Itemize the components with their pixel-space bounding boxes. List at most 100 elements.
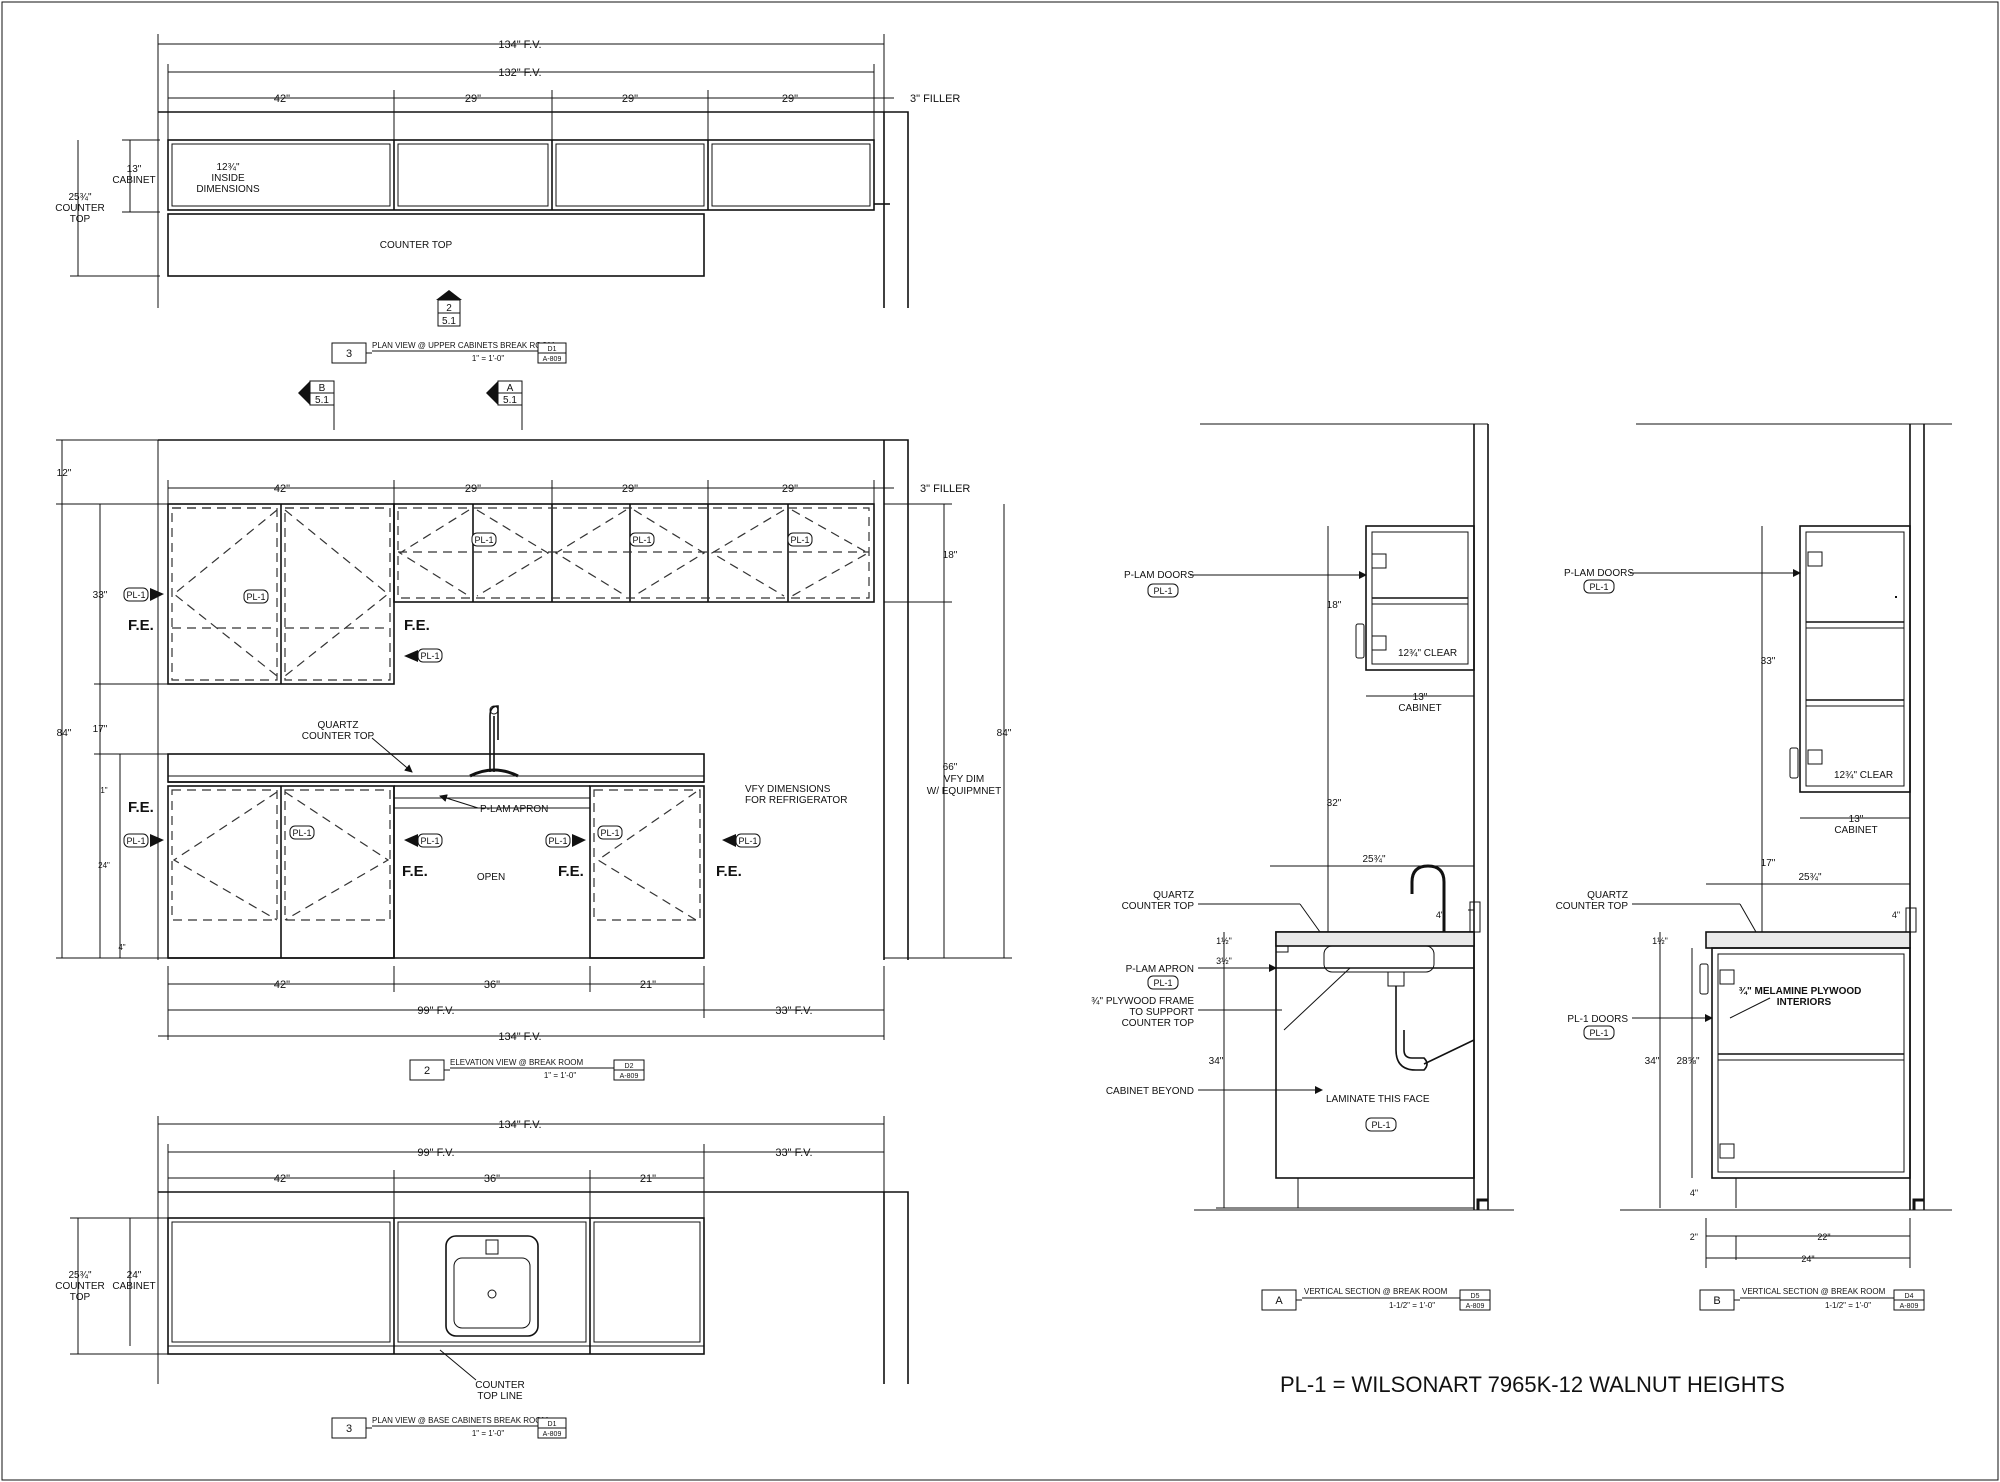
pl1-tag-base-4: PL-1 (545, 833, 586, 848)
svg-text:1-1/2" = 1'-0": 1-1/2" = 1'-0" (1389, 1301, 1435, 1310)
svg-text:PLAN VIEW @ UPPER CABINETS BRE: PLAN VIEW @ UPPER CABINETS BREAK ROOM (372, 341, 555, 350)
section-a-tag-laminate: PL-1 (1365, 1117, 1397, 1132)
svg-text:33": 33" (93, 590, 108, 601)
svg-text:PL-1: PL-1 (1589, 582, 1608, 592)
svg-text:A: A (507, 383, 514, 394)
svg-text:2: 2 (446, 303, 452, 314)
svg-text:2: 2 (424, 1065, 430, 1077)
svg-text:42": 42" (274, 483, 290, 495)
pl1-tag-base-mid: PL-1 (289, 825, 315, 840)
svg-text:29": 29" (465, 483, 481, 495)
svg-text:D2: D2 (625, 1063, 634, 1070)
svg-text:134" F.V.: 134" F.V. (498, 1031, 541, 1043)
fe-label-2: F.E. (404, 617, 430, 634)
svg-text:PL-1: PL-1 (632, 535, 651, 545)
svg-text:LAMINATE THIS FACE: LAMINATE THIS FACE (1326, 1094, 1430, 1105)
plan-upper-view: 134" F.V. 132" F.V. 42" 29" 29" 29" 3" F… (55, 34, 960, 364)
svg-text:3" FILLER: 3" FILLER (920, 483, 970, 495)
dim-42: 42" (274, 93, 290, 105)
svg-text:1" = 1'-0": 1" = 1'-0" (472, 354, 504, 363)
svg-text:32": 32" (1327, 798, 1342, 809)
svg-text:P-LAM APRON: P-LAM APRON (1126, 964, 1194, 975)
svg-text:PL-1: PL-1 (600, 828, 619, 838)
vfy-note-1: VFY DIMENSIONS (745, 784, 831, 795)
svg-text:INTERIORS: INTERIORS (1777, 997, 1832, 1008)
counter-top-label: COUNTER TOP (380, 240, 453, 251)
svg-text:CABINET BEYOND: CABINET BEYOND (1106, 1086, 1194, 1097)
vfy-note-2: FOR REFRIGERATOR (745, 795, 847, 806)
elevation-title: 2 ELEVATION VIEW @ BREAK ROOM 1" = 1'-0"… (409, 1058, 645, 1081)
svg-text:QUARTZ: QUARTZ (1153, 890, 1194, 901)
svg-text:17": 17" (93, 724, 108, 735)
svg-text:4": 4" (1690, 1188, 1698, 1198)
section-a-tag-apron: PL-1 (1147, 975, 1179, 990)
svg-text:PL-1: PL-1 (1589, 1028, 1608, 1038)
section-marker-a[interactable]: A 5.1 (486, 380, 523, 430)
svg-text:25¾": 25¾" (1798, 872, 1821, 883)
svg-text:D5: D5 (1471, 1293, 1480, 1300)
svg-text:33": 33" (1761, 656, 1776, 667)
svg-text:5.1: 5.1 (442, 316, 456, 327)
svg-text:33" F.V.: 33" F.V. (775, 1005, 812, 1017)
svg-text:PL-1: PL-1 (738, 836, 757, 846)
svg-text:VERTICAL SECTION @ BREAK ROOM: VERTICAL SECTION @ BREAK ROOM (1304, 1287, 1448, 1296)
svg-text:22": 22" (1817, 1232, 1830, 1242)
svg-text:¾" PLYWOOD FRAME: ¾" PLYWOOD FRAME (1091, 996, 1194, 1007)
svg-text:13": 13" (1413, 692, 1428, 703)
plan-upper-title: 3 PLAN VIEW @ UPPER CABINETS BREAK ROOM … (331, 341, 567, 364)
svg-text:COUNTER: COUNTER (475, 1380, 524, 1391)
svg-text:PL-1: PL-1 (1153, 586, 1172, 596)
svg-text:COUNTER TOP: COUNTER TOP (1122, 1018, 1195, 1029)
svg-text:QUARTZ: QUARTZ (1587, 890, 1628, 901)
svg-text:84": 84" (997, 728, 1012, 739)
svg-text:D1: D1 (548, 346, 557, 353)
dim-132fv: 132" F.V. (498, 67, 541, 79)
svg-text:17": 17" (1761, 858, 1776, 869)
dim-134fv: 134" F.V. (498, 39, 541, 51)
svg-text:D1: D1 (548, 1421, 557, 1428)
fe-label-6: F.E. (716, 863, 742, 880)
svg-text:134" F.V.: 134" F.V. (498, 1119, 541, 1131)
section-b-view: PL-1 P-LAM DOORS 12¾" CLEAR 33" 13" CABI… (1556, 423, 1952, 1311)
svg-text:12": 12" (57, 468, 72, 479)
dim-filler: 3" FILLER (910, 93, 960, 105)
open-label: OPEN (477, 872, 505, 883)
quartz-note-1: QUARTZ (318, 720, 359, 731)
svg-text:B: B (1713, 1295, 1720, 1307)
svg-text:PL-1: PL-1 (246, 592, 265, 602)
pl1-tag-upper-5: PL-1 (787, 532, 813, 547)
svg-text:A-809: A-809 (1466, 1303, 1485, 1310)
svg-text:1" = 1'-0": 1" = 1'-0" (544, 1071, 576, 1080)
svg-text:34": 34" (1645, 1056, 1660, 1067)
fe-label-3: F.E. (128, 799, 154, 816)
section-marker-b[interactable]: B 5.1 (298, 380, 335, 430)
fe-label-4: F.E. (402, 863, 428, 880)
pl1-tag-upper-side: PL-1 (404, 648, 443, 663)
pl1-tag-upper-mid: PL-1 (243, 589, 269, 604)
svg-text:24": 24" (1801, 1254, 1814, 1264)
svg-text:4": 4" (1436, 910, 1444, 920)
dimensions-word: DIMENSIONS (196, 184, 260, 195)
svg-text:5.1: 5.1 (503, 395, 517, 406)
svg-text:18": 18" (943, 550, 958, 561)
svg-text:29": 29" (782, 483, 798, 495)
elevation-view: 42" 29" 29" 29" 3" FILLER (56, 439, 1012, 1081)
svg-text:2": 2" (1690, 1232, 1698, 1242)
svg-text:PL-1: PL-1 (548, 836, 567, 846)
svg-text:1-1/2" = 1'-0": 1-1/2" = 1'-0" (1825, 1301, 1871, 1310)
svg-text:36": 36" (484, 1173, 500, 1185)
pl1-tag-upper-4: PL-1 (629, 532, 655, 547)
section-b-tag-base: PL-1 (1583, 1025, 1615, 1040)
dim-29b: 29" (622, 93, 638, 105)
section-marker-2[interactable]: 2 5.1 (436, 290, 462, 327)
svg-text:PL-1: PL-1 (126, 836, 145, 846)
svg-text:42": 42" (274, 1173, 290, 1185)
svg-text:PL-1: PL-1 (292, 828, 311, 838)
quartz-note-2: COUNTER TOP (302, 731, 375, 742)
svg-text:P-LAM DOORS: P-LAM DOORS (1124, 570, 1194, 581)
counter-word: COUNTER (55, 203, 104, 214)
pl1-tag-base-3: PL-1 (404, 833, 443, 848)
svg-text:B: B (319, 383, 326, 394)
